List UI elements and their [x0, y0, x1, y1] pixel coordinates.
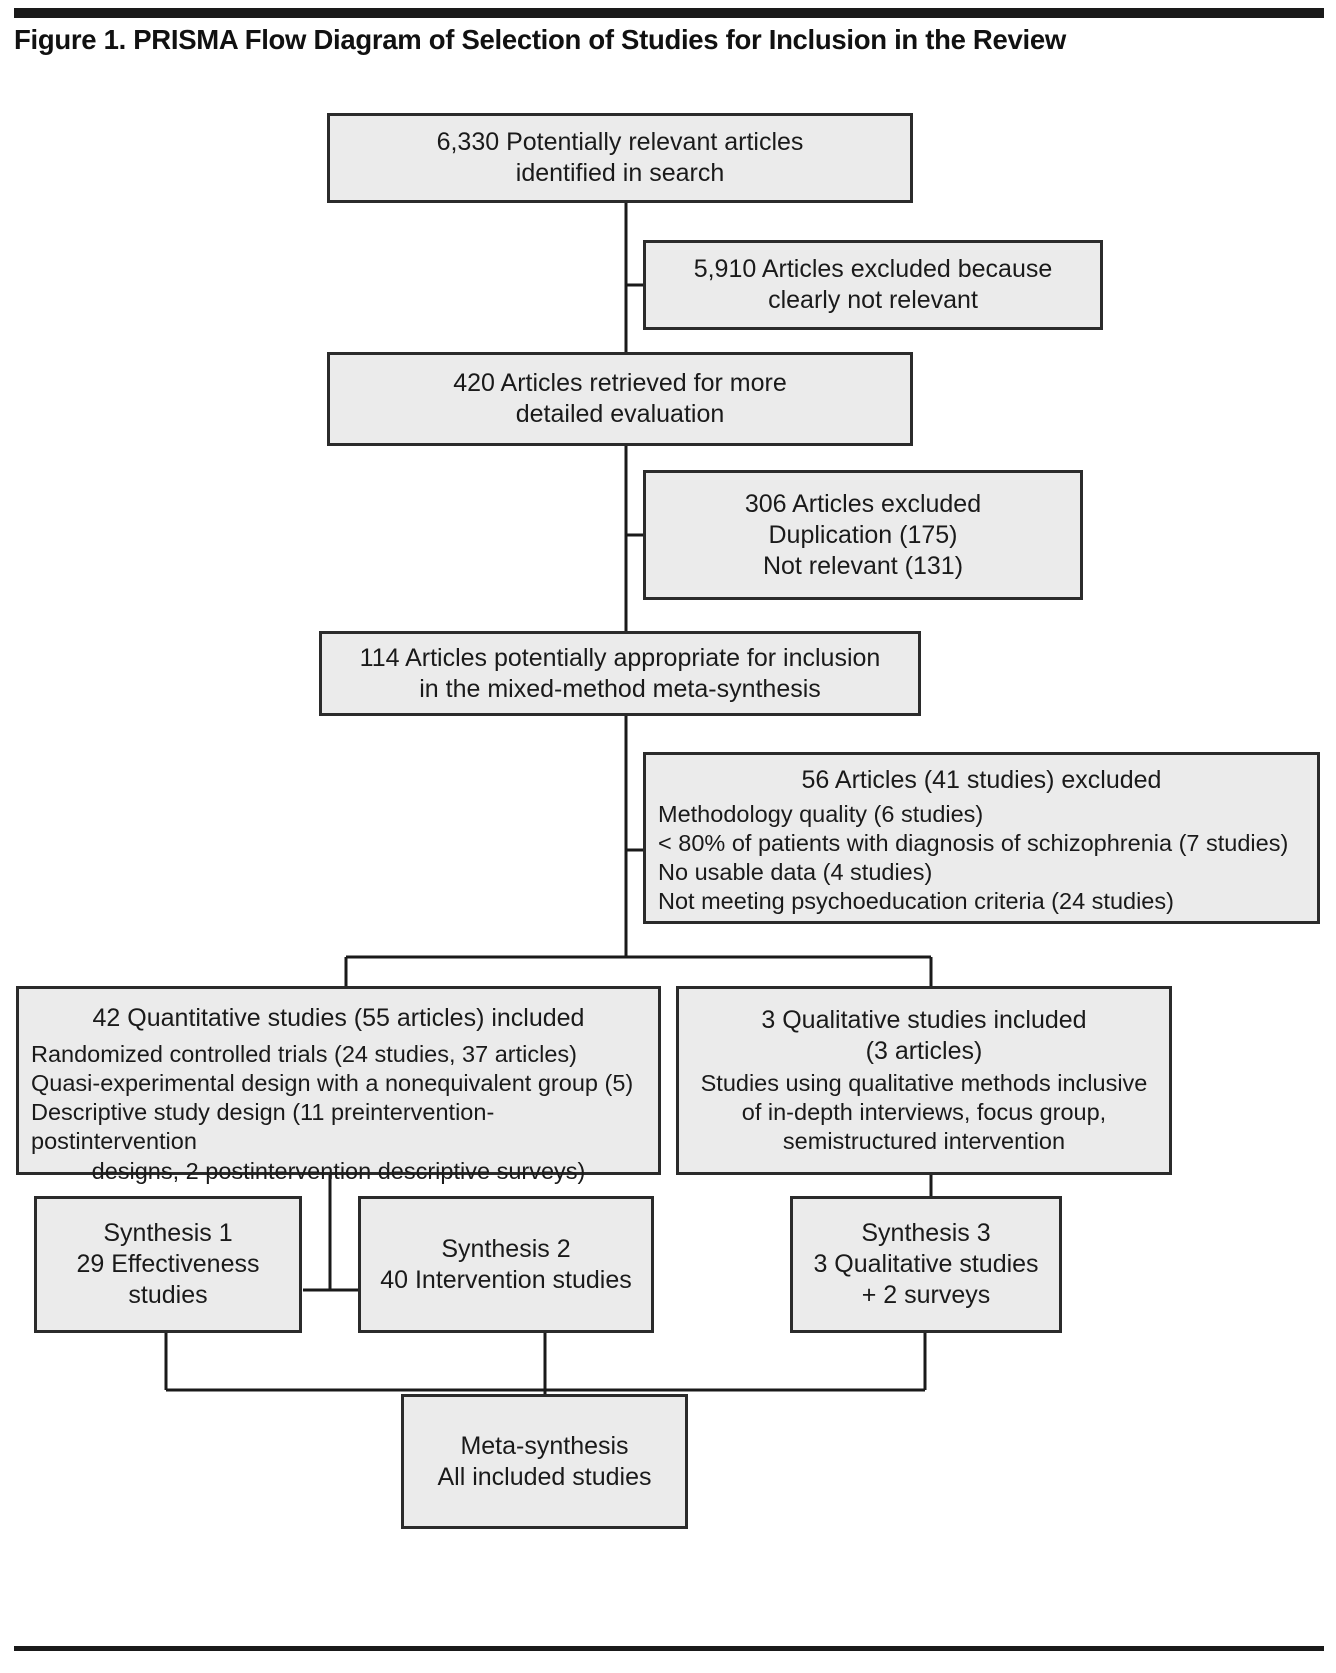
meta-line-2: All included studies — [437, 1462, 652, 1491]
box-excluded-final: 56 Articles (41 studies) excluded Method… — [643, 752, 1320, 924]
excluded3-item-1: Methodology quality (6 studies) — [658, 801, 984, 827]
appropriate-line-2: in the mixed-method meta-synthesis — [419, 674, 821, 703]
box-synthesis-1: Synthesis 1 29 Effectiveness studies — [34, 1196, 302, 1333]
qualitative-line-5: semistructured intervention — [782, 1128, 1066, 1155]
excluded3-item-2: < 80% of patients with diagnosis of schi… — [658, 830, 1289, 857]
top-rule — [14, 8, 1324, 18]
qualitative-line-3: Studies using qualitative methods inclus… — [700, 1070, 1148, 1096]
excluded3-item-4: Not meeting psychoeducation criteria (24… — [658, 888, 1174, 915]
qualitative-line-2: (3 articles) — [865, 1037, 983, 1065]
identified-line-2: identified in search — [515, 159, 725, 187]
synthesis2-line-2: 40 Intervention studies — [380, 1265, 632, 1294]
retrieved-line-1: 420 Articles retrieved for more — [453, 369, 787, 397]
excluded1-line-2: clearly not relevant — [768, 286, 978, 314]
bottom-rule — [14, 1646, 1324, 1651]
box-synthesis-2: Synthesis 2 40 Intervention studies — [358, 1196, 654, 1333]
synthesis1-line-1: Synthesis 1 — [103, 1219, 233, 1247]
meta-line-1: Meta-synthesis — [460, 1431, 629, 1460]
synthesis1-line-3: studies — [128, 1281, 208, 1309]
box-qualitative-studies: 3 Qualitative studies included (3 articl… — [676, 986, 1172, 1175]
synthesis3-line-1: Synthesis 3 — [861, 1219, 991, 1247]
retrieved-line-2: detailed evaluation — [515, 400, 725, 428]
synthesis1-line-2: 29 Effectiveness — [76, 1250, 260, 1278]
box-articles-appropriate: 114 Articles potentially appropriate for… — [319, 631, 921, 716]
box-excluded-duplication: 306 Articles excluded Duplication (175) … — [643, 470, 1083, 600]
excluded2-line-3: Not relevant (131) — [762, 551, 964, 580]
excluded1-line-1: 5,910 Articles excluded because — [693, 255, 1053, 283]
box-quantitative-studies: 42 Quantitative studies (55 articles) in… — [16, 986, 661, 1184]
excluded2-line-1: 306 Articles excluded — [744, 489, 982, 518]
box-articles-retrieved: 420 Articles retrieved for more detailed… — [327, 352, 913, 446]
quantitative-item-3: Descriptive study design (11 preinterven… — [31, 1099, 495, 1155]
qualitative-line-4: of in-depth interviews, focus group, — [741, 1099, 1107, 1126]
synthesis3-line-2: 3 Qualitative studies — [813, 1250, 1039, 1278]
quantitative-item-1: Randomized controlled trials (24 studies… — [31, 1041, 577, 1067]
appropriate-line-1: 114 Articles potentially appropriate for… — [359, 643, 881, 672]
excluded3-item-3: No usable data (4 studies) — [658, 859, 933, 886]
synthesis2-line-1: Synthesis 2 — [441, 1234, 571, 1263]
figure-title: Figure 1. PRISMA Flow Diagram of Selecti… — [14, 24, 1066, 55]
box-meta-synthesis: Meta-synthesis All included studies — [401, 1394, 688, 1529]
box-synthesis-3: Synthesis 3 3 Qualitative studies + 2 su… — [790, 1196, 1062, 1333]
box-excluded-not-relevant: 5,910 Articles excluded because clearly … — [643, 240, 1103, 330]
qualitative-line-1: 3 Qualitative studies included — [761, 1006, 1087, 1034]
synthesis3-line-3: + 2 surveys — [861, 1281, 991, 1309]
quantitative-heading: 42 Quantitative studies (55 articles) in… — [92, 1004, 585, 1032]
identified-line-1: 6,330 Potentially relevant articles — [436, 128, 804, 156]
box-identified-articles: 6,330 Potentially relevant articles iden… — [327, 113, 913, 203]
quantitative-item-4: designs, 2 postintervention descriptive … — [91, 1157, 586, 1184]
excluded3-heading: 56 Articles (41 studies) excluded — [801, 766, 1162, 794]
quantitative-item-2: Quasi-experimental design with a nonequi… — [31, 1070, 634, 1097]
excluded2-line-2: Duplication (175) — [768, 520, 958, 549]
